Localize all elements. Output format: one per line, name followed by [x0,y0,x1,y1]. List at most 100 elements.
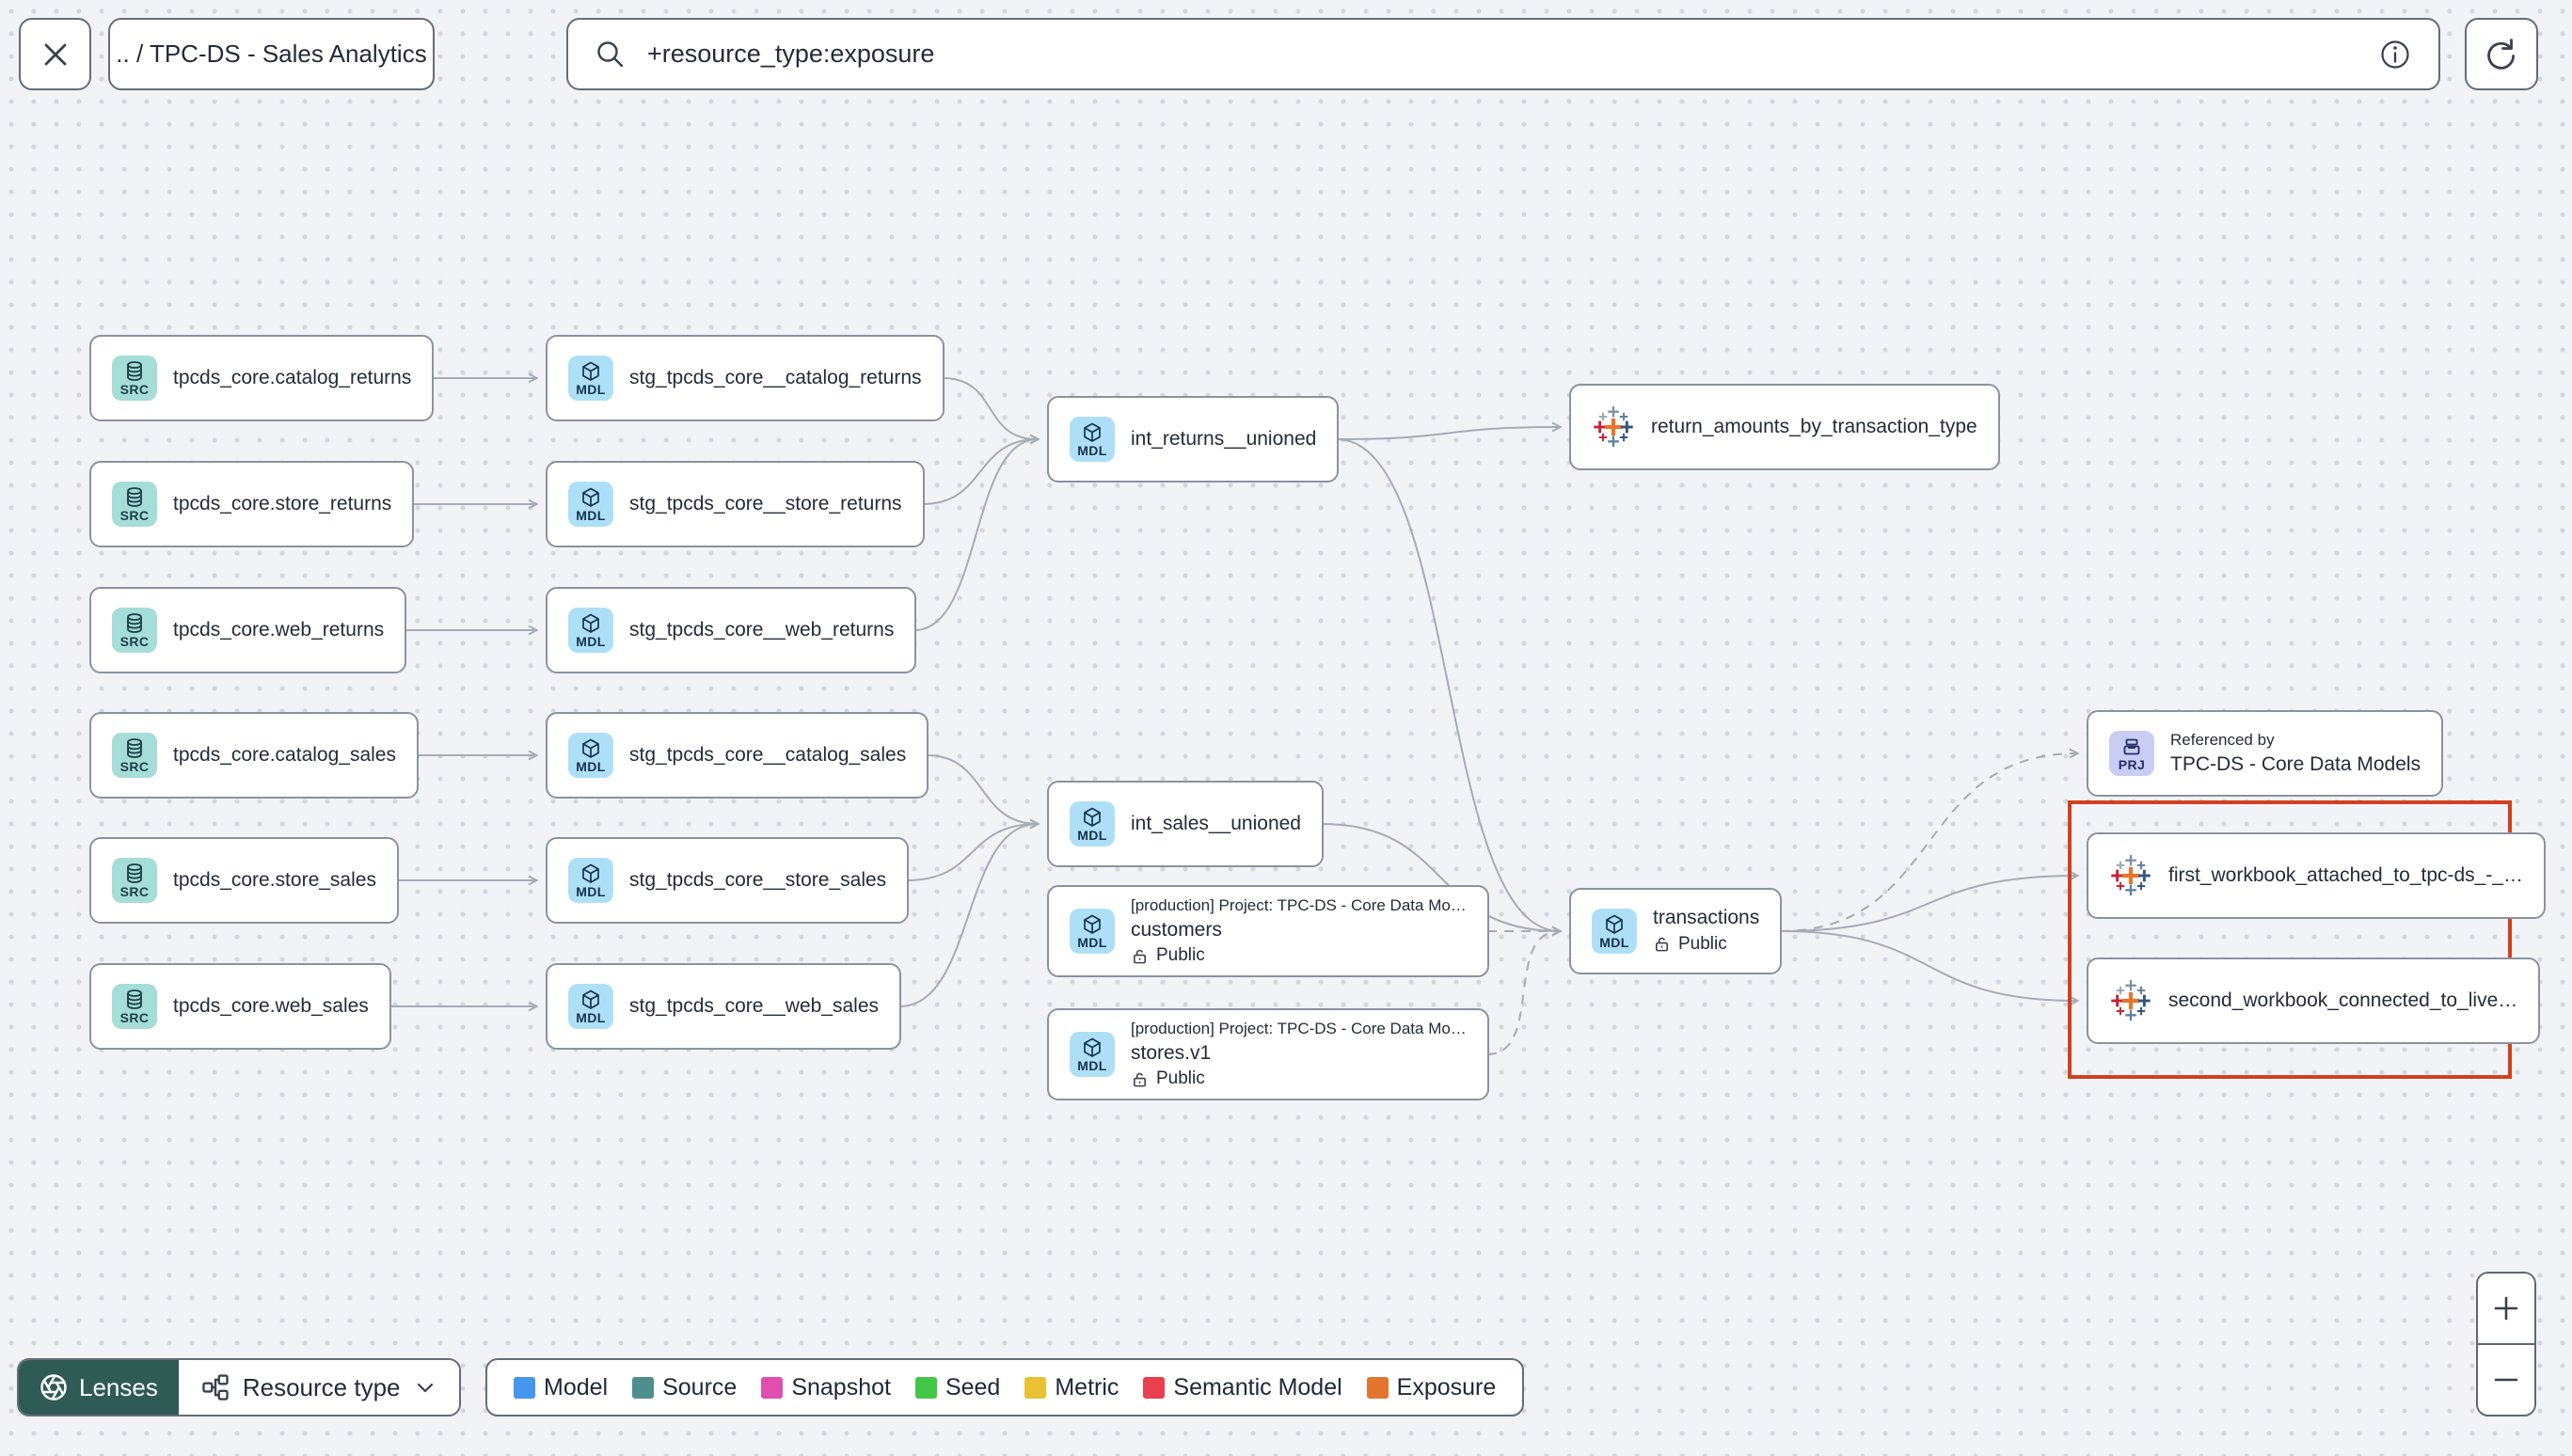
legend-swatch [761,1376,784,1399]
zoom-controls [2476,1272,2536,1416]
node-label: stg_tpcds_core__web_sales [629,995,880,1017]
node-stg_web_returns[interactable]: MDL stg_tpcds_core__web_returns [546,587,917,673]
unlock-icon [1131,947,1149,965]
access-label: Public [1156,945,1205,966]
src-badge-icon: SRC [112,482,157,527]
unlock-icon [1653,935,1671,953]
mdl-badge-icon: MDL [568,984,613,1029]
edge-stg_catalog_returns-to-int_returns [942,377,1040,445]
node-label: stg_tpcds_core__web_returns [629,619,895,641]
node-transactions[interactable]: MDL transactions Public [1569,888,1783,974]
legend-item-seed: Seed [914,1374,1000,1401]
src-badge-icon: SRC [112,356,157,401]
node-customers[interactable]: MDL [production] Project: TPC-DS - Core … [1047,885,1489,978]
node-label: customers [1131,919,1222,941]
breadcrumb[interactable]: .. / TPC-DS - Sales Analytics [108,18,435,90]
legend-label: Metric [1055,1373,1119,1401]
edge-stg_store_sales-to-int_sales [906,818,1040,881]
node-wb_first[interactable]: first_workbook_attached_to_tpc-ds_-_… [2087,832,2547,919]
node-label: tpcds_core.web_returns [173,619,385,641]
edge-stores-to-transactions [1486,926,1563,1055]
legend-item-metric: Metric [1024,1374,1119,1401]
mdl-badge-icon: MDL [1070,417,1115,462]
node-label: tpcds_core.catalog_returns [173,367,412,388]
node-wb_second[interactable]: second_workbook_connected_to_live… [2087,957,2541,1044]
legend-item-semantic-model: Semantic Model [1143,1374,1342,1401]
legend-label: Model [544,1373,609,1401]
node-label: TPC-DS - Core Data Models [2170,753,2421,776]
node-label: int_returns__unioned [1131,428,1317,450]
edge-transactions-to-prj_ref [1779,748,2080,932]
node-stg_store_returns[interactable]: MDL stg_tpcds_core__store_returns [546,461,925,547]
src-badge-icon: SRC [112,984,157,1029]
legend-item-model: Model [514,1374,608,1401]
breadcrumb-label: .. / TPC-DS - Sales Analytics [116,40,427,68]
legend-item-source: Source [632,1374,737,1401]
mdl-badge-icon: MDL [1592,909,1637,954]
src-badge-icon: SRC [112,733,157,778]
mdl-badge-icon: MDL [1070,1032,1115,1078]
node-prj_ref[interactable]: PRJ Referenced by TPC-DS - Core Data Mod… [2087,710,2444,797]
node-int_returns[interactable]: MDL int_returns__unioned [1047,396,1340,483]
close-button[interactable] [19,18,91,90]
node-label: first_workbook_attached_to_tpc-ds_-_… [2168,864,2524,886]
lenses-button[interactable]: Lenses [19,1360,179,1415]
node-label: stg_tpcds_core__catalog_returns [629,367,922,388]
edge-int_returns-to-transactions [1336,438,1563,937]
search-bar [566,18,2440,90]
node-stg_catalog_returns[interactable]: MDL stg_tpcds_core__catalog_returns [546,335,945,421]
info-icon[interactable] [2376,36,2414,73]
edge-stg_catalog_sales-to-int_sales [926,754,1040,830]
node-label: int_sales__unioned [1131,813,1301,834]
node-exp_return_amounts[interactable]: return_amounts_by_transaction_type [1569,384,2000,470]
edge-transactions-to-wb_second [1779,930,2080,1006]
node-label: stg_tpcds_core__store_returns [629,493,902,514]
node-label: second_workbook_connected_to_live… [2168,989,2518,1011]
mdl-badge-icon: MDL [568,608,613,653]
refresh-icon [2482,35,2521,74]
node-stg_catalog_sales[interactable]: MDL stg_tpcds_core__catalog_sales [546,712,929,799]
access-label: Public [1678,933,1727,954]
node-label: tpcds_core.store_sales [173,869,376,891]
mdl-badge-icon: MDL [568,733,613,778]
resource-type-icon [201,1373,230,1401]
close-icon [40,39,71,71]
legend-swatch [632,1376,655,1399]
edge-transactions-to-wb_first [1779,870,2080,932]
legend-label: Exposure [1396,1373,1497,1401]
lens-toolbar: Lenses Resource type [17,1358,461,1416]
legend-label: Semantic Model [1173,1373,1342,1401]
legend-swatch [914,1376,937,1399]
legend-label: Snapshot [791,1373,891,1401]
edge-int_returns-to-exp_return_amounts [1336,421,1563,440]
node-label: return_amounts_by_transaction_type [1651,416,1977,437]
node-project-line: [production] Project: TPC-DS - Core Data… [1131,896,1467,914]
prj-badge-icon: PRJ [2109,731,2154,776]
node-stores[interactable]: MDL [production] Project: TPC-DS - Core … [1047,1008,1489,1101]
tableau-icon [2109,854,2152,897]
legend-item-exposure: Exposure [1366,1373,1497,1401]
mdl-badge-icon: MDL [568,482,613,527]
node-project-line: [production] Project: TPC-DS - Core Data… [1131,1020,1467,1037]
mdl-badge-icon: MDL [568,356,613,401]
legend-item-snapshot: Snapshot [761,1374,891,1401]
legend-bar: Model Source Snapshot Seed Metric Semant… [485,1358,1525,1416]
node-src_catalog_returns[interactable]: SRC tpcds_core.catalog_returns [89,335,435,421]
resource-type-dropdown[interactable]: Resource type [178,1360,459,1415]
edge-int_sales-to-transactions [1321,823,1563,937]
selection-highlight-box [2068,800,2512,1079]
node-label: stg_tpcds_core__catalog_sales [629,744,907,766]
refresh-button[interactable] [2465,18,2538,90]
zoom-out-button[interactable] [2478,1343,2534,1415]
node-stg_web_sales[interactable]: MDL stg_tpcds_core__web_sales [546,963,902,1050]
zoom-in-button[interactable] [2478,1274,2534,1343]
search-input[interactable] [645,39,2359,70]
